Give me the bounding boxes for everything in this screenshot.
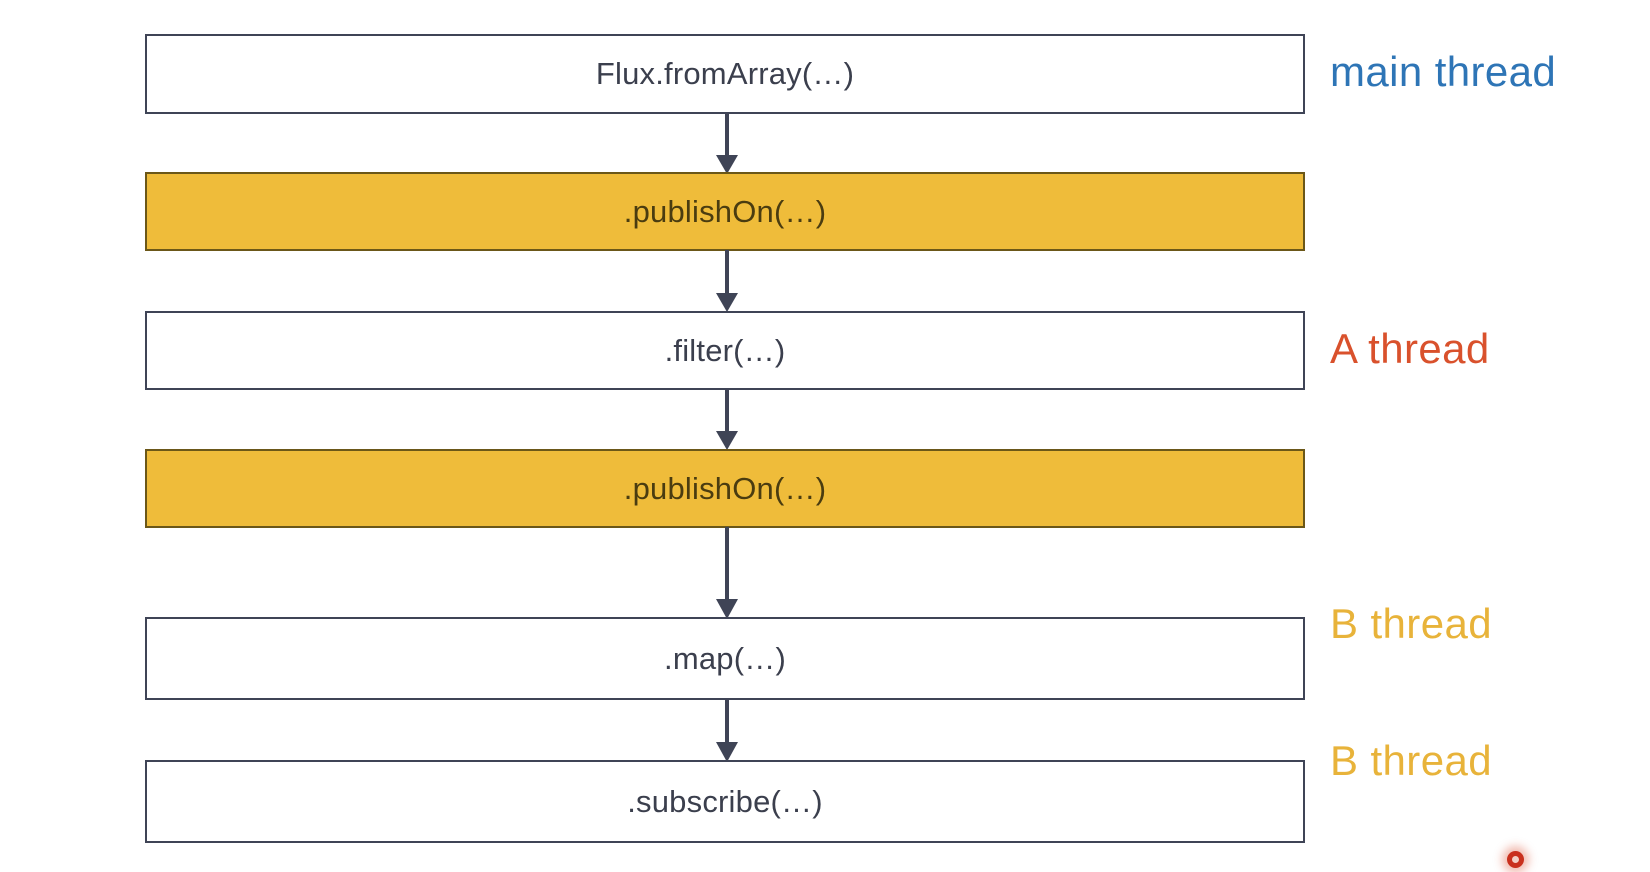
flow-node-label: .map(…) <box>664 640 786 676</box>
flow-node-label: .publishOn(…) <box>623 470 827 506</box>
laser-pointer-dot-icon <box>1507 851 1524 868</box>
thread-label-b-map: B thread <box>1330 600 1492 647</box>
flow-node-map[interactable]: .map(…) <box>145 617 1305 700</box>
flow-node-label: .filter(…) <box>664 332 786 368</box>
flow-node-subscribe[interactable]: .subscribe(…) <box>145 760 1305 843</box>
thread-label-b-subscribe: B thread <box>1330 737 1492 784</box>
flow-node-publishon-2[interactable]: .publishOn(…) <box>145 449 1305 528</box>
flow-node-filter[interactable]: .filter(…) <box>145 311 1305 390</box>
flow-node-publishon-1[interactable]: .publishOn(…) <box>145 172 1305 251</box>
flow-node-source[interactable]: Flux.fromArray(…) <box>145 34 1305 114</box>
flow-node-label: .publishOn(…) <box>623 193 827 229</box>
connector-arrow-map-to-subscribe <box>713 699 741 762</box>
connector-arrow-filter-to-publishon2 <box>713 389 741 450</box>
flow-node-label: .subscribe(…) <box>627 783 823 819</box>
flow-node-label: Flux.fromArray(…) <box>595 56 855 91</box>
thread-label-main: main thread <box>1330 48 1557 95</box>
connector-arrow-source-to-publishon1 <box>713 113 741 174</box>
connector-arrow-publishon2-to-map <box>713 527 741 619</box>
thread-label-a: A thread <box>1330 325 1490 372</box>
connector-arrow-publishon1-to-filter <box>713 250 741 312</box>
